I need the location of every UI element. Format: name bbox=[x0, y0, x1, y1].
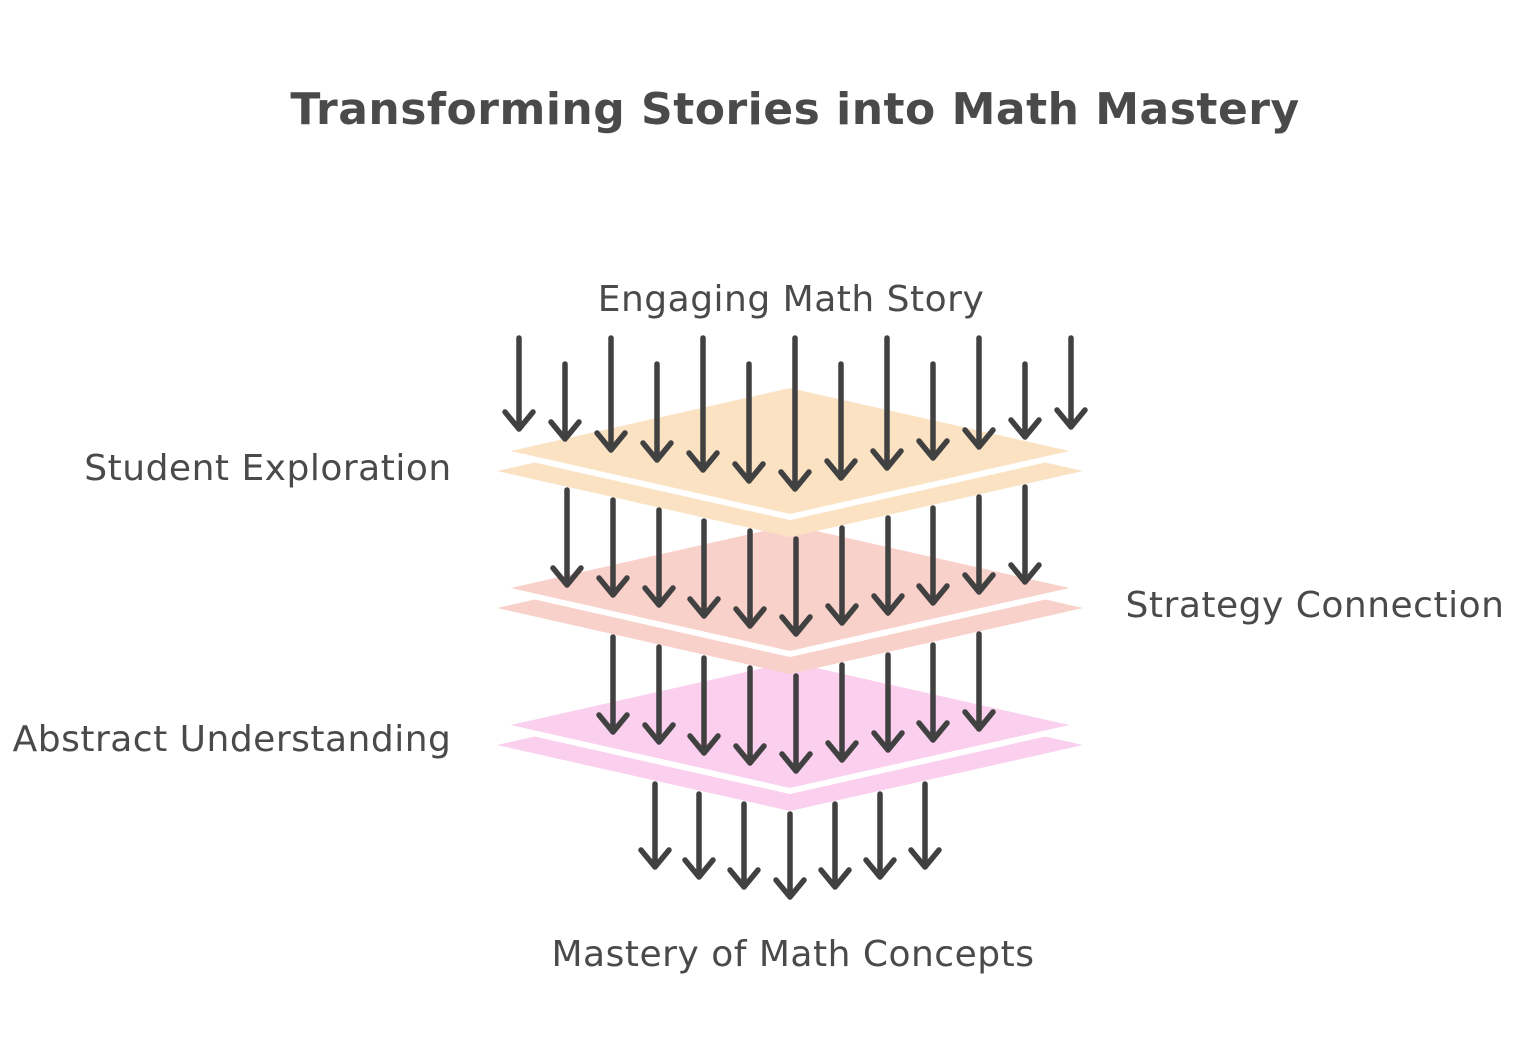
strategy-to-abstract-arrow bbox=[733, 665, 767, 766]
exploration-to-strategy-arrow bbox=[916, 505, 950, 606]
exploration-to-strategy-arrow bbox=[779, 536, 813, 637]
story-to-exploration-arrow bbox=[916, 361, 950, 461]
strategy-connection-plane-top bbox=[494, 519, 1086, 657]
exploration-to-strategy-arrow bbox=[642, 507, 676, 608]
label-engaging-math-story: Engaging Math Story bbox=[598, 279, 985, 320]
abstract-to-mastery-arrow bbox=[773, 811, 807, 900]
abstract-to-mastery-arrow bbox=[727, 801, 761, 890]
strategy-to-abstract-arrow bbox=[596, 634, 630, 735]
label-strategy-connection: Strategy Connection bbox=[1126, 585, 1505, 626]
label-student-exploration: Student Exploration bbox=[84, 448, 451, 489]
abstract-to-mastery-arrow bbox=[908, 781, 942, 870]
strategy-to-abstract-arrow bbox=[871, 652, 905, 753]
student-exploration-plane-top bbox=[494, 382, 1086, 520]
strategy-to-abstract-arrow bbox=[779, 673, 813, 774]
exploration-to-strategy-arrow bbox=[596, 497, 630, 598]
label-mastery-of-math-concepts: Mastery of Math Concepts bbox=[552, 934, 1035, 975]
label-abstract-understanding: Abstract Understanding bbox=[13, 719, 452, 760]
strategy-to-abstract-arrow bbox=[916, 642, 950, 743]
exploration-to-strategy-arrow bbox=[550, 487, 584, 588]
story-to-exploration-arrow bbox=[824, 361, 858, 481]
exploration-to-strategy-arrow bbox=[962, 494, 996, 595]
story-to-exploration-arrow bbox=[686, 335, 720, 473]
abstract-to-mastery-arrow bbox=[818, 801, 852, 890]
story-to-exploration-arrow bbox=[1054, 335, 1088, 430]
abstract-understanding-plane-top bbox=[494, 656, 1086, 794]
strategy-to-abstract-arrow bbox=[825, 662, 859, 763]
abstract-to-mastery-arrow bbox=[682, 791, 716, 880]
story-to-exploration-arrow bbox=[732, 361, 766, 484]
exploration-to-strategy-arrow bbox=[825, 525, 859, 626]
exploration-to-strategy-arrow bbox=[733, 528, 767, 629]
abstract-to-mastery-arrow bbox=[863, 791, 897, 880]
exploration-to-strategy-arrow bbox=[687, 518, 721, 619]
story-to-exploration-arrow bbox=[870, 335, 904, 471]
flow-arrows bbox=[502, 335, 1088, 900]
story-to-exploration-arrow bbox=[778, 335, 812, 492]
strategy-to-abstract-arrow bbox=[642, 644, 676, 745]
story-to-exploration-arrow bbox=[640, 361, 674, 463]
story-to-exploration-arrow bbox=[594, 335, 628, 453]
story-to-exploration-arrow bbox=[1008, 361, 1042, 440]
exploration-to-strategy-arrow bbox=[871, 515, 905, 616]
abstract-to-mastery-arrow bbox=[638, 781, 672, 870]
exploration-to-strategy-arrow bbox=[1008, 484, 1042, 585]
strategy-to-abstract-arrow bbox=[962, 631, 996, 732]
strategy-to-abstract-arrow bbox=[687, 655, 721, 756]
page-title: Transforming Stories into Math Mastery bbox=[290, 84, 1299, 135]
story-to-exploration-arrow bbox=[962, 335, 996, 450]
story-to-exploration-arrow bbox=[548, 361, 582, 442]
layer-planes bbox=[494, 382, 1086, 811]
story-to-exploration-arrow bbox=[502, 335, 536, 432]
